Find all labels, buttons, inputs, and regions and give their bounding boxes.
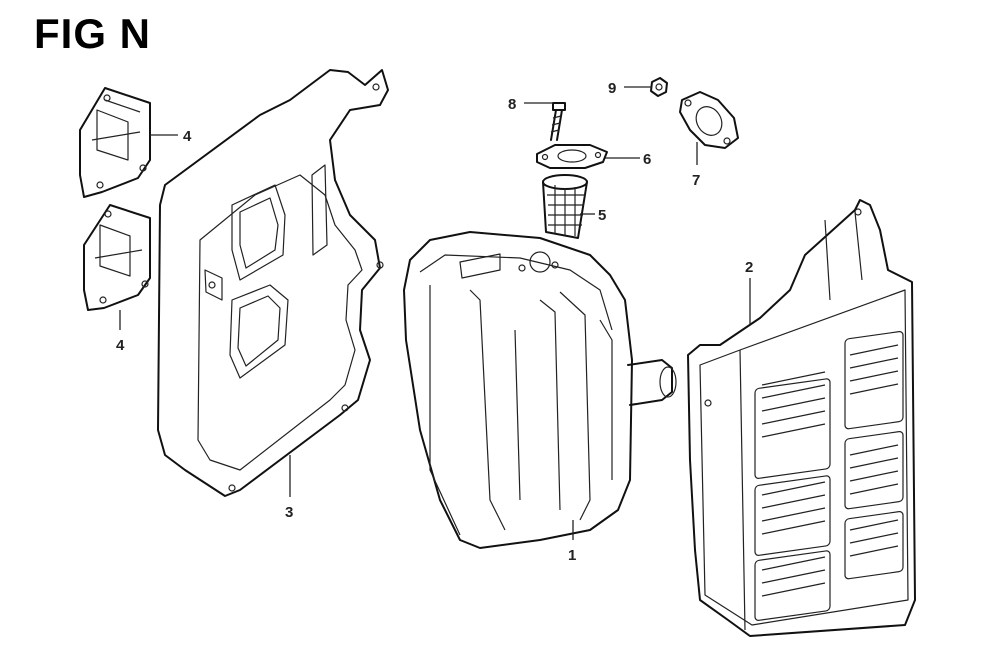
callout-3: 3 bbox=[285, 504, 293, 521]
exhaust-gasket bbox=[679, 91, 739, 149]
callout-5: 5 bbox=[598, 207, 606, 224]
muffler-body bbox=[403, 231, 677, 549]
callout-4-lower: 4 bbox=[116, 337, 125, 354]
callout-4-upper: 4 bbox=[183, 128, 192, 145]
callout-1: 1 bbox=[568, 547, 576, 564]
callout-8: 8 bbox=[508, 96, 516, 113]
bracket-upper bbox=[79, 87, 151, 198]
screw bbox=[550, 102, 566, 141]
muffler-protector bbox=[157, 69, 389, 497]
callout-2: 2 bbox=[745, 259, 753, 276]
callout-9: 9 bbox=[608, 80, 616, 97]
bracket-lower bbox=[83, 204, 151, 311]
nut bbox=[650, 77, 668, 97]
callout-6: 6 bbox=[643, 151, 651, 168]
muffler-cover bbox=[687, 199, 916, 637]
arrester-gasket bbox=[536, 144, 608, 169]
figure-title: FIG N bbox=[34, 10, 151, 57]
callouts: 4 4 3 1 2 5 6 7 8 9 bbox=[116, 80, 753, 564]
spark-arrester bbox=[542, 174, 588, 239]
callout-7: 7 bbox=[692, 172, 700, 189]
leader-lines bbox=[119, 86, 751, 540]
